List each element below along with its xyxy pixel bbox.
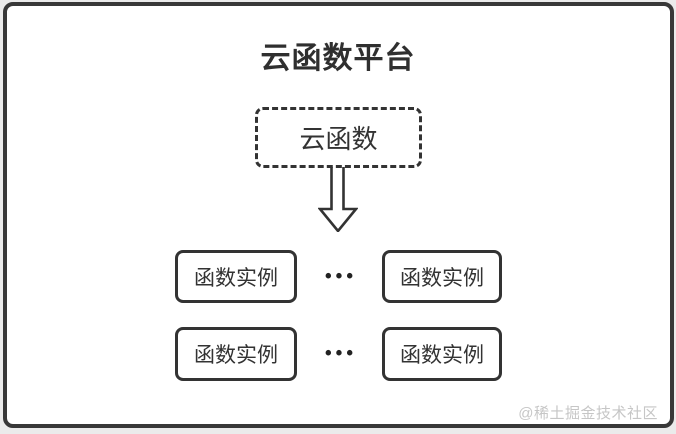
function-instance-box: 函数实例	[382, 327, 502, 381]
platform-frame	[3, 2, 674, 428]
cloud-function-node-label: 云函数	[299, 124, 378, 154]
function-instance-label: 函数实例	[400, 266, 484, 290]
diagram-title: 云函数平台	[260, 42, 416, 75]
function-instance-label: 函数实例	[194, 344, 278, 367]
down-arrow-icon	[318, 167, 358, 232]
function-instance-label: 函数实例	[400, 344, 484, 367]
ellipsis-dots: •••	[325, 343, 357, 364]
watermark: @稀土掘金技术社区	[518, 405, 658, 422]
function-instance-box: 函数实例	[175, 250, 297, 303]
function-instance-box: 函数实例	[382, 250, 502, 303]
function-instance-box: 函数实例	[175, 327, 297, 381]
function-instance-label: 函数实例	[194, 266, 278, 290]
ellipsis-dots: •••	[325, 265, 357, 287]
cloud-function-node: 云函数	[255, 107, 422, 168]
